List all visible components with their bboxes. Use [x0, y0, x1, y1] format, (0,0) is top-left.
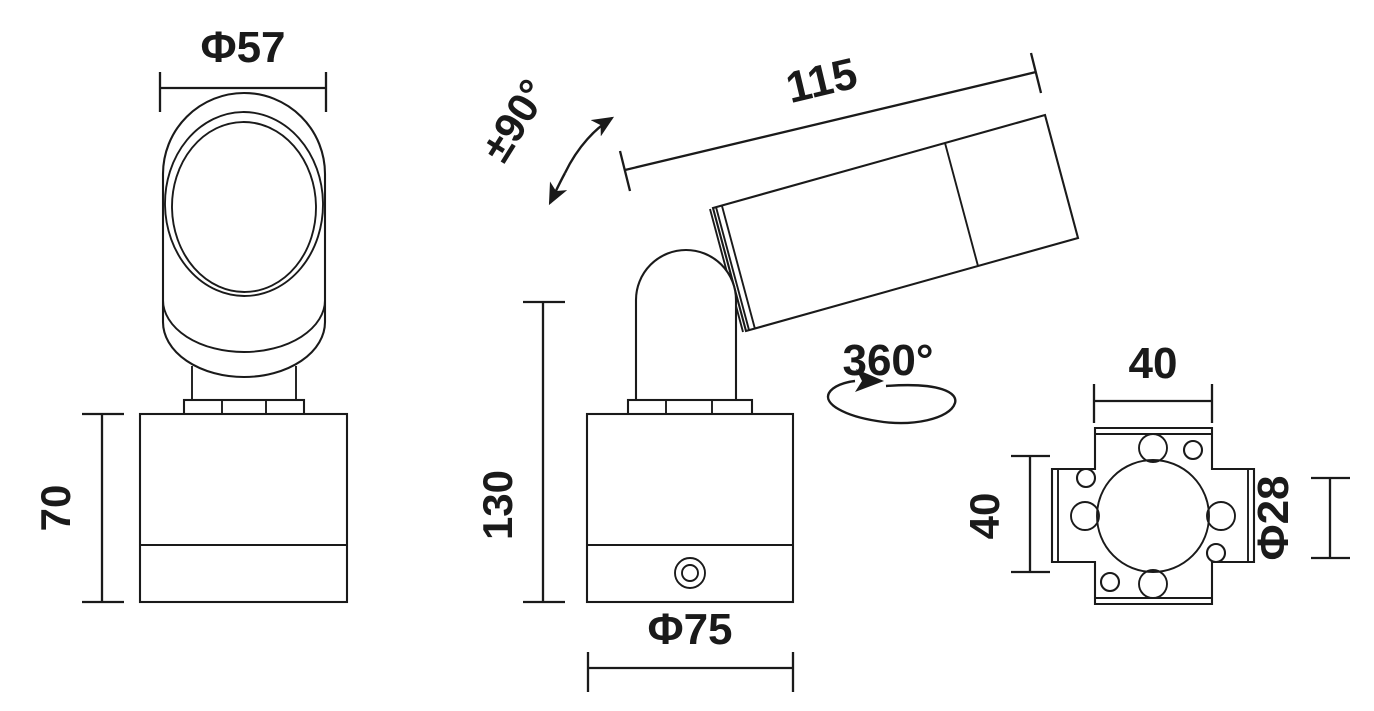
dimension-phi28: Φ28 [1249, 475, 1350, 561]
front-head-band [162, 299, 326, 353]
base-screw-outer [674, 557, 706, 589]
side-base [585, 412, 795, 604]
dimension-70: 70 [32, 412, 124, 604]
center-bore [1096, 459, 1210, 573]
dim-label-40-height: 40 [961, 493, 1008, 540]
front-head-rim-inner [171, 121, 317, 293]
side-head-tilted [709, 113, 1080, 333]
annotation-label-rotation: 360° [842, 336, 933, 385]
side-head-bezel-b [715, 206, 750, 331]
screw-hole-nw [1075, 467, 1097, 489]
mounting-plate-outline [1050, 426, 1256, 606]
side-head-divider [944, 142, 979, 267]
side-elevation-view: ±90° 115 [472, 49, 1080, 692]
screw-hole-se [1205, 542, 1227, 564]
mounting-hole-right [1206, 501, 1236, 531]
dimension-phi75: Φ75 [586, 605, 795, 692]
front-elevation-view: Φ57 70 [32, 23, 349, 604]
dimension-130: 130 [474, 300, 565, 604]
side-head-bezel-c [721, 205, 756, 330]
annotation-tilt-90: ±90° [472, 71, 615, 206]
dim-label-phi75: Φ75 [647, 605, 732, 654]
side-neck-arch [634, 249, 738, 402]
dimension-40-height: 40 [961, 454, 1050, 574]
dim-label-115: 115 [781, 49, 861, 113]
side-stem-plinth [626, 398, 754, 417]
side-neck [634, 249, 738, 402]
screw-hole-sw [1099, 571, 1121, 593]
front-head-barrel [161, 91, 327, 379]
front-head-rim-outer [164, 111, 324, 297]
base-screw-inner [681, 564, 699, 582]
top-plan-view: 40 40 Φ28 [961, 339, 1350, 606]
annotation-label-tilt: ±90° [472, 71, 558, 169]
dim-label-70: 70 [32, 485, 79, 532]
rotation-arrow-head [855, 369, 884, 392]
mounting-hole-left [1070, 501, 1100, 531]
dim-label-phi28: Φ28 [1249, 475, 1298, 560]
side-head-body [711, 113, 1080, 333]
mounting-hole-top [1138, 433, 1168, 463]
dim-label-phi57: Φ57 [200, 23, 285, 72]
annotation-rotation-360: 360° [826, 336, 957, 425]
front-base [138, 412, 349, 604]
screw-hole-ne [1182, 439, 1204, 461]
tilt-arrow-up [563, 116, 615, 174]
dim-label-40-width: 40 [1129, 339, 1178, 388]
front-stem [182, 366, 306, 417]
dimension-40-width: 40 [1092, 339, 1214, 423]
rotation-ring [826, 379, 957, 425]
mounting-hole-bottom [1138, 569, 1168, 599]
dimension-phi57: Φ57 [158, 23, 328, 112]
dim-label-130: 130 [474, 470, 521, 540]
tilt-arrow-down [548, 172, 568, 206]
